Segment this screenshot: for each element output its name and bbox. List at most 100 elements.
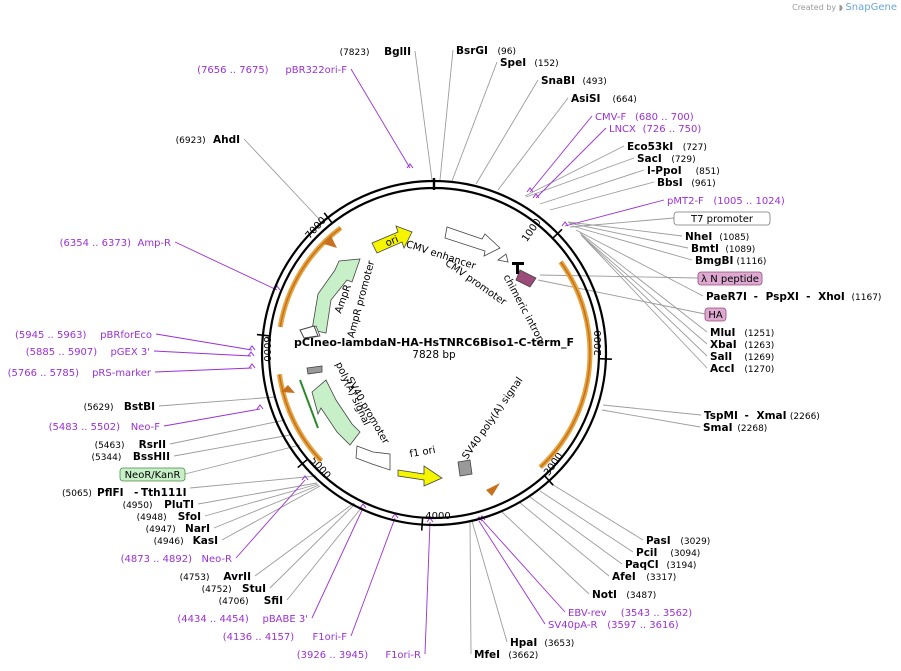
orf-arrow-icon bbox=[324, 236, 337, 248]
leader-line-primer-lncx bbox=[535, 127, 607, 199]
leader-line-xbai bbox=[580, 234, 708, 345]
primer-label-cmv-f: CMV-F(680 .. 700) bbox=[595, 112, 694, 123]
primer-range: (5885 .. 5907) bbox=[26, 347, 98, 358]
tick-label-6000: 6000 bbox=[261, 336, 272, 361]
feature-chimeric-intron bbox=[515, 269, 537, 288]
site-label-kasi: KasI(4946) bbox=[154, 535, 218, 547]
feature-cmv-enhancer bbox=[444, 226, 501, 257]
orf-arrow-icon bbox=[281, 385, 295, 393]
snapgene-credit: Created by ◗ SnapGene bbox=[792, 2, 897, 13]
map-title: pCIneo-lambdaN-HA-HsTNRC6Biso1-C-term_F bbox=[294, 336, 574, 349]
boxed-label-text: T7 promoter bbox=[690, 214, 754, 225]
feature-f1-ori bbox=[397, 465, 443, 487]
leader-line-snabi bbox=[475, 79, 539, 185]
site-label-bglii: BglII(7823) bbox=[340, 46, 411, 58]
feature-polya-signal bbox=[306, 365, 323, 375]
enzyme-position: (1116) bbox=[737, 257, 767, 267]
feature-label-ori: ori bbox=[384, 234, 400, 249]
tick-mark-6000 bbox=[256, 333, 270, 337]
primer-range: (6354 .. 6373) bbox=[60, 238, 132, 249]
boxed-label-n-peptide: λ N peptide bbox=[697, 271, 763, 286]
site-label-spei: SpeI(152) bbox=[500, 57, 559, 69]
primer-label-pmt2-f: pMT2-F(1005 .. 1024) bbox=[667, 196, 785, 207]
enzyme-position: (1089) bbox=[725, 245, 755, 255]
site-label-rsrii: RsrII(5463) bbox=[95, 439, 166, 451]
leader-line-primer-f1ori-r bbox=[424, 521, 431, 655]
site-labels: BglII(7823)BsrGI(96)SpeI(152)SnaBI(493)A… bbox=[8, 45, 882, 661]
primer-name: F1ori-F bbox=[313, 632, 348, 643]
primer-arrow-icon bbox=[248, 363, 256, 369]
boxed-label-text: HA bbox=[708, 310, 723, 321]
primer-name: pGEX 3' bbox=[110, 347, 150, 358]
feature-ampr bbox=[311, 258, 361, 334]
leader-line-primer-neo-f bbox=[163, 408, 261, 427]
primer-range: (726 .. 750) bbox=[643, 124, 702, 135]
leader-line-primer-amp-r bbox=[174, 241, 278, 291]
site-label-nari: NarI(4947) bbox=[146, 523, 210, 535]
primer-range: (680 .. 700) bbox=[635, 112, 694, 123]
site-label-mfei: MfeI(3662) bbox=[474, 649, 538, 661]
leader-line-sali bbox=[581, 235, 708, 357]
primer-name: pMT2-F bbox=[667, 196, 704, 207]
boxed-label-frame bbox=[704, 307, 727, 322]
site-label-ahdi: AhdI(6923) bbox=[176, 134, 240, 146]
leader-line-pflfi-tth111i bbox=[189, 475, 317, 489]
primer-label-neo-r: Neo-R(4873 .. 4892) bbox=[121, 554, 232, 565]
feature-ori bbox=[371, 225, 413, 254]
leader-line-mlui bbox=[579, 232, 708, 333]
site-label-smai: SmaI(2268) bbox=[703, 422, 767, 434]
leader-line-mfei bbox=[469, 521, 472, 655]
leader-line-sfoi bbox=[204, 483, 319, 517]
enzyme-name: SmaI bbox=[703, 422, 733, 434]
site-label-acci: AccI(1270) bbox=[710, 363, 774, 375]
enzyme-name: Tth111I bbox=[141, 487, 186, 499]
leader-line-bbsi bbox=[549, 181, 655, 211]
separator: - bbox=[754, 291, 758, 303]
enzyme-name: AfeI bbox=[612, 571, 636, 583]
primer-range: (4434 .. 4454) bbox=[177, 614, 249, 625]
boxed-label-text: NeoR/KanR bbox=[125, 470, 181, 481]
primer-arrow-icon bbox=[526, 187, 534, 193]
leader-line-sfii bbox=[286, 506, 363, 601]
enzyme-name: AccI bbox=[710, 363, 734, 375]
map-length: 7828 bp bbox=[412, 349, 456, 361]
primer-range: (3926 .. 3945) bbox=[297, 650, 369, 661]
site-label-sfii: SfiI(4706) bbox=[219, 595, 283, 607]
site-label-sfoi: SfoI(4948) bbox=[137, 511, 201, 523]
boxed-label-ha: HA bbox=[704, 307, 727, 322]
leader-line-paer7i-pspxi-xhoi bbox=[575, 229, 704, 297]
primer-range: (4136 .. 4157) bbox=[223, 632, 295, 643]
site-label-snabi: SnaBI(493) bbox=[541, 75, 607, 87]
boxed-label-frame bbox=[697, 271, 763, 286]
site-label-avrii: AvrII(4753) bbox=[180, 571, 251, 583]
primer-label-ebv-rev: EBV-rev(3543 .. 3562) bbox=[568, 608, 692, 619]
enzyme-position: (7823) bbox=[340, 48, 370, 58]
enzyme-name: RsrII bbox=[139, 439, 166, 451]
enzyme-name: SnaBI bbox=[541, 75, 575, 87]
site-label-eco53ki: Eco53kI(727) bbox=[627, 141, 707, 153]
primer-range: (7656 .. 7675) bbox=[197, 65, 269, 76]
enzyme-position: (4706) bbox=[219, 597, 249, 607]
leader-line-primer-pmt2-f bbox=[564, 199, 665, 227]
site-label-pasi: PasI(3029) bbox=[646, 535, 710, 547]
enzyme-name: NarI bbox=[185, 523, 210, 535]
enzyme-position: (4753) bbox=[180, 573, 210, 583]
enzyme-name: SalI bbox=[710, 351, 732, 363]
site-label-stui: StuI(4752) bbox=[202, 583, 266, 595]
feature-sv40-promoter-arrow bbox=[355, 445, 391, 471]
primer-name: SV40pA-R bbox=[548, 620, 597, 631]
site-label-afei: AfeI (3317) bbox=[612, 571, 676, 583]
enzyme-name: SfoI bbox=[178, 511, 201, 523]
credit-prefix: Created by bbox=[792, 3, 837, 12]
leader-line-bsrgi bbox=[439, 49, 454, 181]
separator: - bbox=[806, 291, 810, 303]
primer-name: Amp-R bbox=[138, 238, 172, 249]
enzyme-name: PciI bbox=[636, 547, 657, 559]
enzyme-position: (3317) bbox=[646, 573, 676, 583]
enzyme-position: (3029) bbox=[680, 537, 710, 547]
leader-line-ahdi bbox=[243, 138, 321, 221]
orf-band-core-2 bbox=[278, 374, 322, 462]
leader-line-primer-cmv-f bbox=[529, 115, 593, 193]
enzyme-position: (3194) bbox=[667, 561, 697, 571]
